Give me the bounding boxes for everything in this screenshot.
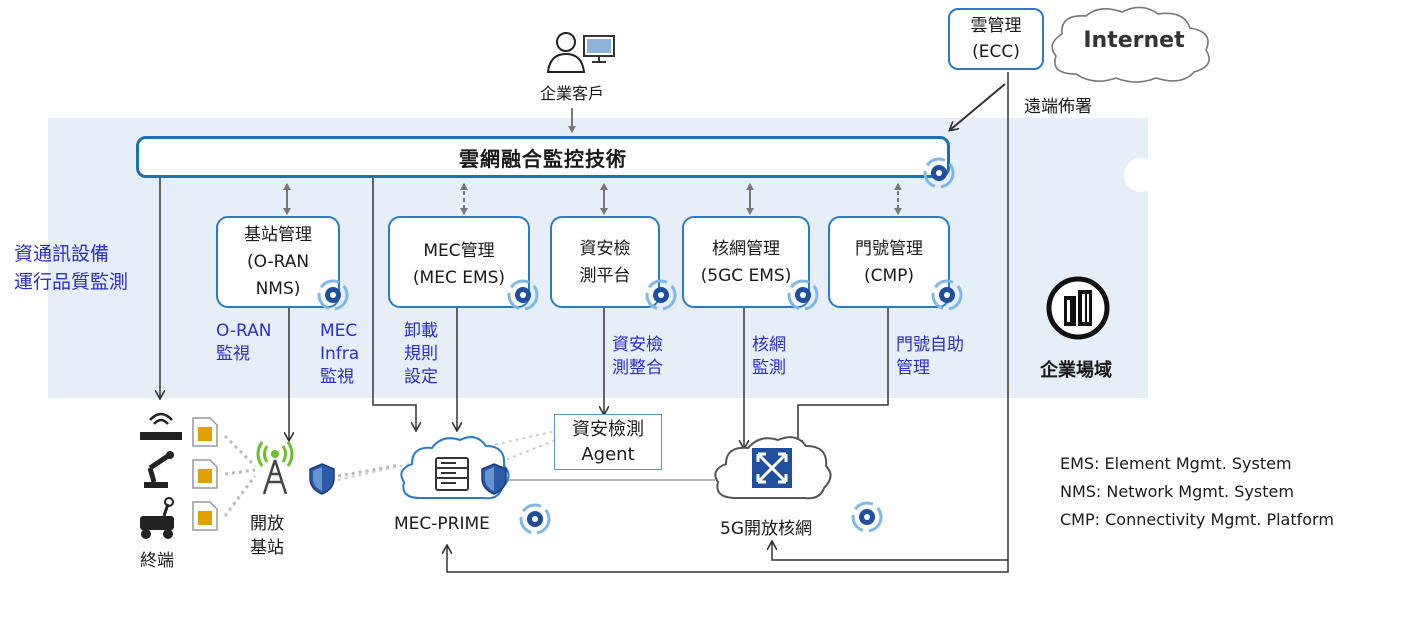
security-agent-box[interactable]: 資安檢測 Agent bbox=[554, 414, 662, 470]
label-line: 設定 bbox=[404, 367, 438, 387]
gear-sync-icon bbox=[922, 156, 956, 190]
main-monitor-bar[interactable]: 雲網融合監控技術 bbox=[136, 136, 950, 178]
ecc-line1: 雲管理 bbox=[970, 16, 1022, 36]
number-self-label: 門號自助 管理 bbox=[896, 334, 964, 380]
shield-icon bbox=[308, 462, 336, 496]
gear-sync-icon bbox=[850, 500, 884, 534]
gear-sync-icon bbox=[930, 278, 964, 312]
label-line: 門號自助 bbox=[896, 335, 964, 355]
user-monitor-icon bbox=[540, 30, 620, 74]
gear-sync-icon bbox=[644, 278, 678, 312]
label-line: 基站 bbox=[250, 538, 284, 558]
label-line: Infra bbox=[320, 344, 360, 364]
security-integration-label: 資安檢 測整合 bbox=[612, 334, 663, 380]
sim-card-icon bbox=[190, 416, 220, 448]
label-line: 測整合 bbox=[612, 358, 663, 378]
label-line: 資通訊設備 bbox=[14, 243, 110, 265]
module-line: MEC管理 bbox=[423, 241, 495, 261]
module-line: (5GC EMS) bbox=[700, 266, 792, 286]
gear-sync-icon bbox=[518, 502, 552, 536]
open-bs-label: 開放 基站 bbox=[250, 512, 284, 560]
module-line: (CMP) bbox=[863, 266, 915, 286]
terminals-label: 終端 bbox=[140, 551, 174, 571]
offload-rule-label: 卸載 規則 設定 bbox=[404, 320, 438, 389]
robot-arm-icon bbox=[136, 450, 186, 490]
mec-infra-label: MEC Infra 監視 bbox=[320, 320, 359, 389]
gear-sync-icon bbox=[506, 278, 540, 312]
legend-item: NMS: Network Mgmt. System bbox=[1060, 482, 1294, 501]
mec-ems-box[interactable]: MEC管理 (MEC EMS) bbox=[388, 216, 530, 308]
module-line: 資安檢 bbox=[579, 239, 631, 259]
band-notch bbox=[1124, 158, 1158, 192]
core-monitor-label: 核網 監測 bbox=[752, 334, 786, 380]
module-line: (O-RAN bbox=[246, 252, 310, 272]
module-line: (MEC EMS) bbox=[412, 268, 506, 288]
customer-label: 企業客戶 bbox=[539, 84, 604, 103]
module-line: 基站管理 bbox=[244, 225, 312, 245]
label-line: 運行品質監測 bbox=[14, 271, 129, 293]
module-line: 測平台 bbox=[579, 266, 631, 286]
label-line: 監視 bbox=[216, 344, 250, 364]
legend: EMS: Element Mgmt. System NMS: Network M… bbox=[1060, 450, 1334, 534]
label-line: O-RAN bbox=[216, 321, 272, 341]
label-line: 監視 bbox=[320, 367, 354, 387]
sim-card-icon bbox=[190, 458, 220, 490]
internet-label: Internet bbox=[1083, 28, 1185, 53]
antenna-tower-icon bbox=[250, 436, 300, 496]
core-ems-box[interactable]: 核網管理 (5GC EMS) bbox=[682, 216, 810, 308]
oran-nms-box[interactable]: 基站管理 (O-RAN NMS) bbox=[216, 216, 340, 308]
legend-item: EMS: Element Mgmt. System bbox=[1060, 454, 1292, 473]
module-line: NMS) bbox=[255, 279, 301, 299]
label-line: 核網 bbox=[752, 335, 786, 355]
cloud-icon bbox=[1046, 4, 1218, 86]
label-line: 開放 bbox=[250, 514, 284, 534]
security-platform-box[interactable]: 資安檢 測平台 bbox=[550, 216, 660, 308]
cloud-mgmt-box[interactable]: 雲管理 (ECC) bbox=[948, 8, 1044, 70]
legend-item: CMP: Connectivity Mgmt. Platform bbox=[1060, 510, 1334, 529]
label-line: Agent bbox=[581, 444, 635, 465]
module-line: 核網管理 bbox=[712, 239, 780, 259]
oran-monitor-label: O-RAN 監視 bbox=[216, 320, 271, 366]
gear-sync-icon bbox=[786, 278, 820, 312]
label-line: 資安檢測 bbox=[572, 419, 644, 440]
building-icon bbox=[1046, 276, 1110, 340]
module-line: 門號管理 bbox=[855, 239, 923, 259]
shield-icon bbox=[480, 462, 508, 496]
core-5g-label: 5G開放核網 bbox=[720, 519, 812, 539]
router-icon bbox=[136, 404, 186, 444]
ecc-line2: (ECC) bbox=[972, 42, 1020, 62]
server-icon bbox=[432, 456, 472, 492]
sim-card-icon bbox=[190, 500, 220, 532]
label-line: 監測 bbox=[752, 358, 786, 378]
core-network-icon bbox=[750, 446, 794, 490]
gear-sync-icon bbox=[316, 278, 350, 312]
ict-quality-label: 資通訊設備 運行品質監測 bbox=[14, 240, 128, 296]
label-line: 卸載 bbox=[404, 321, 438, 341]
label-line: 資安檢 bbox=[612, 335, 663, 355]
label-line: MEC bbox=[320, 321, 358, 341]
mec-prime-label: MEC-PRIME bbox=[394, 514, 490, 534]
cmp-box[interactable]: 門號管理 (CMP) bbox=[828, 216, 950, 308]
remote-deploy-label: 遠端佈署 bbox=[1024, 97, 1092, 117]
label-line: 管理 bbox=[896, 358, 930, 378]
enterprise-site-label: 企業場域 bbox=[1040, 360, 1112, 381]
label-line: 規則 bbox=[404, 344, 438, 364]
robot-vehicle-icon bbox=[134, 496, 184, 540]
